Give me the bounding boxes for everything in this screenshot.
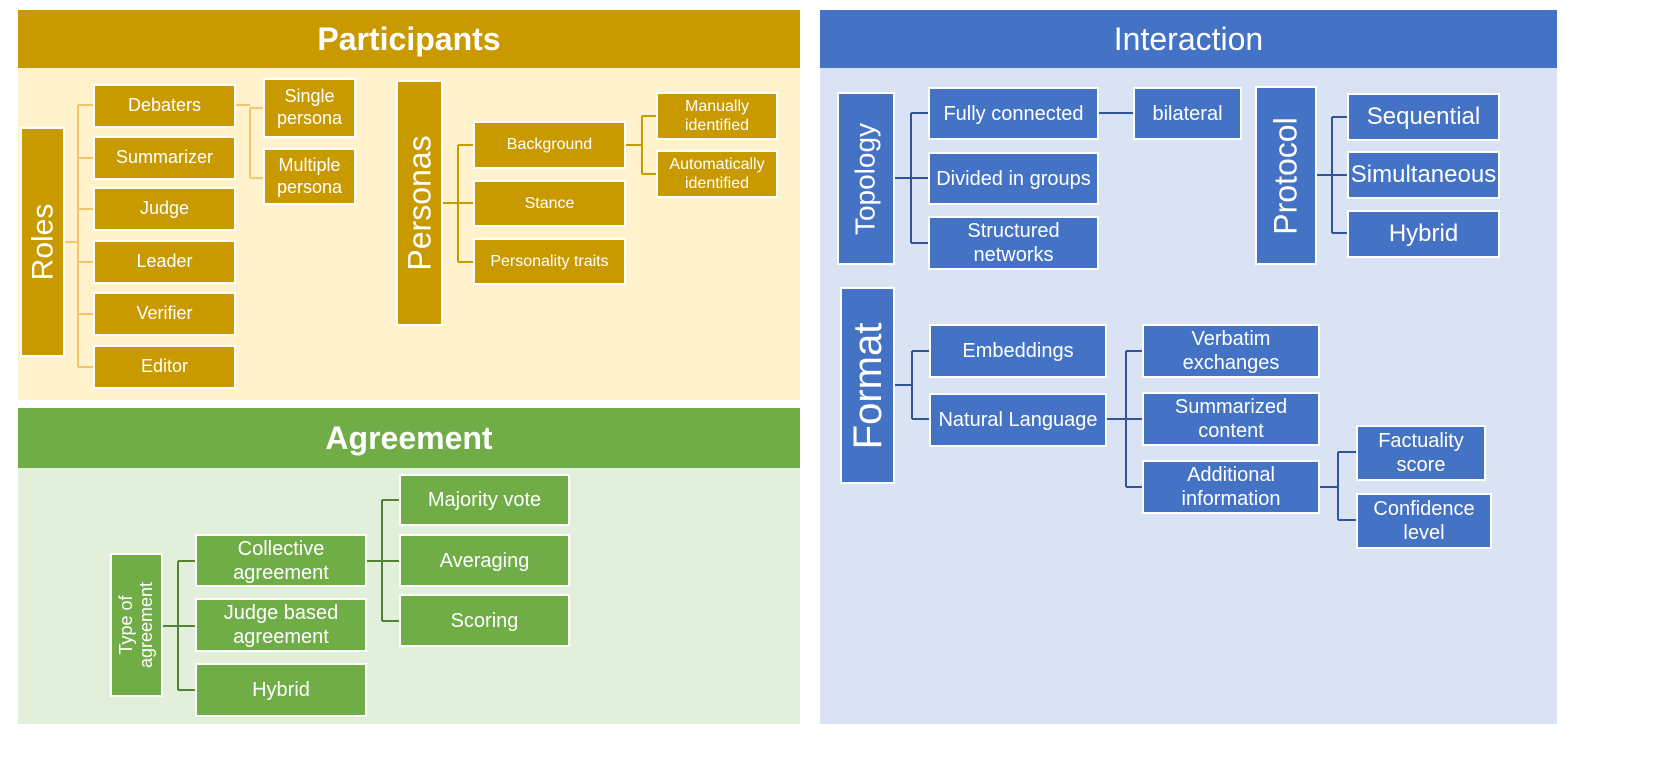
format-label-text: Format bbox=[845, 322, 890, 449]
topology-label: Topology bbox=[837, 92, 895, 265]
topology-structured-networks: Structured networks bbox=[928, 216, 1099, 270]
natural-language-verbatim-exchanges: Verbatim exchanges bbox=[1142, 324, 1320, 378]
agreement-title: Agreement bbox=[18, 408, 800, 468]
topology-label-text: Topology bbox=[849, 122, 881, 235]
background-automatically-identified: Automatically identified bbox=[656, 150, 778, 198]
roles-label: Roles bbox=[20, 127, 65, 357]
collective-majority-vote: Majority vote bbox=[399, 474, 570, 526]
fully-connected-bilateral: bilateral bbox=[1133, 87, 1242, 140]
natural-language-additional-information: Additional information bbox=[1142, 460, 1320, 514]
interaction-title: Interaction bbox=[820, 10, 1557, 68]
natural-language-summarized-content: Summarized content bbox=[1142, 392, 1320, 446]
protocol-simultaneous: Simultaneous bbox=[1347, 151, 1500, 199]
role-leader: Leader bbox=[93, 240, 236, 284]
agreement-collective: Collective agreement bbox=[195, 534, 367, 587]
format-embeddings: Embeddings bbox=[929, 324, 1107, 378]
persona-personality-traits: Personality traits bbox=[473, 238, 626, 285]
role-verifier: Verifier bbox=[93, 292, 236, 336]
collective-scoring: Scoring bbox=[399, 594, 570, 647]
role-summarizer: Summarizer bbox=[93, 136, 236, 180]
background-manually-identified: Manually identified bbox=[656, 92, 778, 140]
protocol-hybrid: Hybrid bbox=[1347, 210, 1500, 258]
debater-multiple-persona: Multiple persona bbox=[263, 148, 356, 205]
role-judge: Judge bbox=[93, 187, 236, 231]
agreement-judge-based: Judge based agreement bbox=[195, 598, 367, 652]
additional-confidence-level: Confidence level bbox=[1356, 493, 1492, 549]
type-of-agreement-label: Type of agreement bbox=[110, 553, 163, 697]
topology-fully-connected: Fully connected bbox=[928, 87, 1099, 140]
persona-stance: Stance bbox=[473, 180, 626, 227]
additional-factuality-score: Factuality score bbox=[1356, 425, 1486, 481]
debater-single-persona: Single persona bbox=[263, 78, 356, 138]
protocol-label: Protocol bbox=[1255, 86, 1317, 265]
personas-label: Personas bbox=[396, 80, 443, 326]
role-editor: Editor bbox=[93, 345, 236, 389]
persona-background: Background bbox=[473, 121, 626, 169]
protocol-sequential: Sequential bbox=[1347, 93, 1500, 141]
participants-title: Participants bbox=[18, 10, 800, 68]
protocol-label-text: Protocol bbox=[1267, 116, 1304, 235]
format-label: Format bbox=[840, 287, 895, 484]
role-debaters: Debaters bbox=[93, 84, 236, 128]
collective-averaging: Averaging bbox=[399, 534, 570, 587]
agreement-hybrid: Hybrid bbox=[195, 663, 367, 717]
topology-divided-in-groups: Divided in groups bbox=[928, 152, 1099, 205]
format-natural-language: Natural Language bbox=[929, 393, 1107, 447]
